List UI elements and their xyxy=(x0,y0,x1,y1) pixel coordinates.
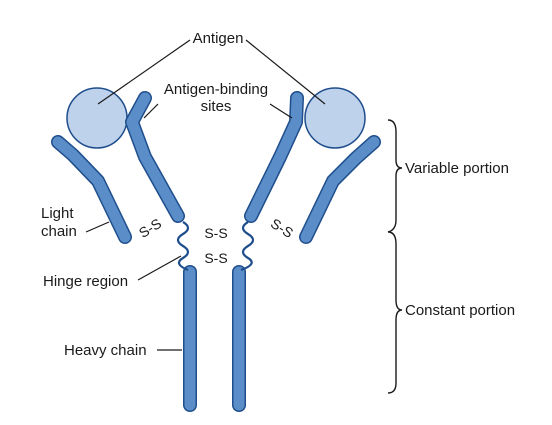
hinge-right xyxy=(240,221,255,272)
label-light-chain-line2: chain xyxy=(41,223,77,240)
heavy-chain-right-arm xyxy=(245,92,303,222)
leader-antigen-left xyxy=(97,39,191,105)
label-binding-sites-line2: sites xyxy=(201,98,232,115)
label-hinge-region: Hinge region xyxy=(43,273,128,290)
antigen-right xyxy=(304,87,366,149)
label-disulfide-left: S-S xyxy=(136,215,164,241)
leader-antigen-right xyxy=(245,39,326,105)
label-light-chain-line1: Light xyxy=(41,205,74,222)
leader-binding-right xyxy=(269,103,293,119)
brace-constant xyxy=(387,231,403,394)
leader-light-chain xyxy=(85,221,110,233)
light-chain-left xyxy=(52,136,131,243)
label-antigen: Antigen xyxy=(193,30,244,47)
label-heavy-chain: Heavy chain xyxy=(64,342,147,359)
label-disulfide-right: S-S xyxy=(268,215,296,241)
label-disulfide-hinge-top: S-S xyxy=(204,225,227,241)
hinge-left xyxy=(176,221,190,272)
light-chain-right xyxy=(300,136,380,243)
label-constant-portion: Constant portion xyxy=(405,302,515,319)
leader-hinge-region xyxy=(137,255,182,281)
label-variable-portion: Variable portion xyxy=(405,160,509,177)
heavy-chain-left-arm xyxy=(126,92,184,222)
brace-variable xyxy=(387,119,403,233)
leader-binding-left xyxy=(143,103,159,119)
label-binding-sites-line1: Antigen-binding xyxy=(164,81,268,98)
label-disulfide-hinge-bottom: S-S xyxy=(204,250,227,266)
antigen-left xyxy=(66,87,128,149)
